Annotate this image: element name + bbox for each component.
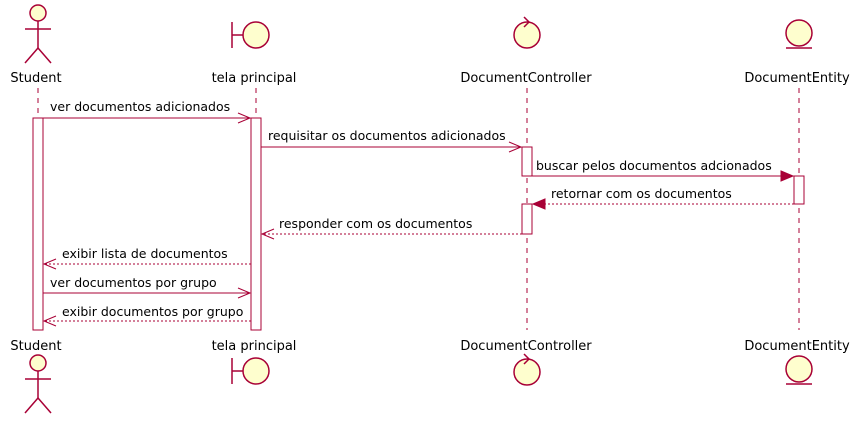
activation-entity xyxy=(793,175,805,205)
activation-tela-principal xyxy=(250,117,262,331)
control-icon xyxy=(513,353,541,386)
actor-icon xyxy=(24,354,52,414)
message-2: requisitar os documentos adicionados xyxy=(261,128,523,153)
message-label: retornar com os documentos xyxy=(551,186,732,201)
participant-label-tela-principal-bottom: tela principal xyxy=(212,339,297,354)
participant-label-document-entity: DocumentEntity xyxy=(744,71,850,86)
participant-label-tela-principal: tela principal xyxy=(212,71,297,86)
message-label: responder com os documentos xyxy=(279,216,472,231)
activation-controller-2 xyxy=(521,203,533,235)
control-icon xyxy=(513,16,541,49)
entity-icon xyxy=(785,355,813,385)
boundary-icon xyxy=(231,21,270,49)
participant-label-student: Student xyxy=(10,71,61,86)
message-label: buscar pelos documentos adcionados xyxy=(536,158,772,173)
message-8: exibir documentos por grupo xyxy=(42,304,251,327)
message-label: ver documentos por grupo xyxy=(50,275,217,290)
message-5: responder com os documentos xyxy=(260,216,522,240)
message-6: exibir lista de documentos xyxy=(42,246,251,270)
message-label: exibir lista de documentos xyxy=(62,246,228,261)
participant-label-document-entity-bottom: DocumentEntity xyxy=(744,339,850,354)
message-label: requisitar os documentos adicionados xyxy=(268,128,506,143)
activation-student xyxy=(32,117,44,331)
message-label: exibir documentos por grupo xyxy=(62,304,243,319)
participant-label-document-controller-bottom: DocumentController xyxy=(460,339,592,354)
message-4: retornar com os documentos xyxy=(531,186,794,210)
message-3: buscar pelos documentos adcionados xyxy=(532,158,795,182)
message-label: ver documentos adicionados xyxy=(50,99,230,114)
participant-label-student-bottom: Student xyxy=(10,339,61,354)
actor-icon xyxy=(24,4,52,64)
message-1: ver documentos adicionados xyxy=(43,99,252,124)
activation-controller-1 xyxy=(521,146,533,177)
boundary-icon xyxy=(231,357,270,385)
participant-label-document-controller: DocumentController xyxy=(460,71,592,86)
message-7: ver documentos por grupo xyxy=(43,275,252,299)
entity-icon xyxy=(785,19,813,49)
